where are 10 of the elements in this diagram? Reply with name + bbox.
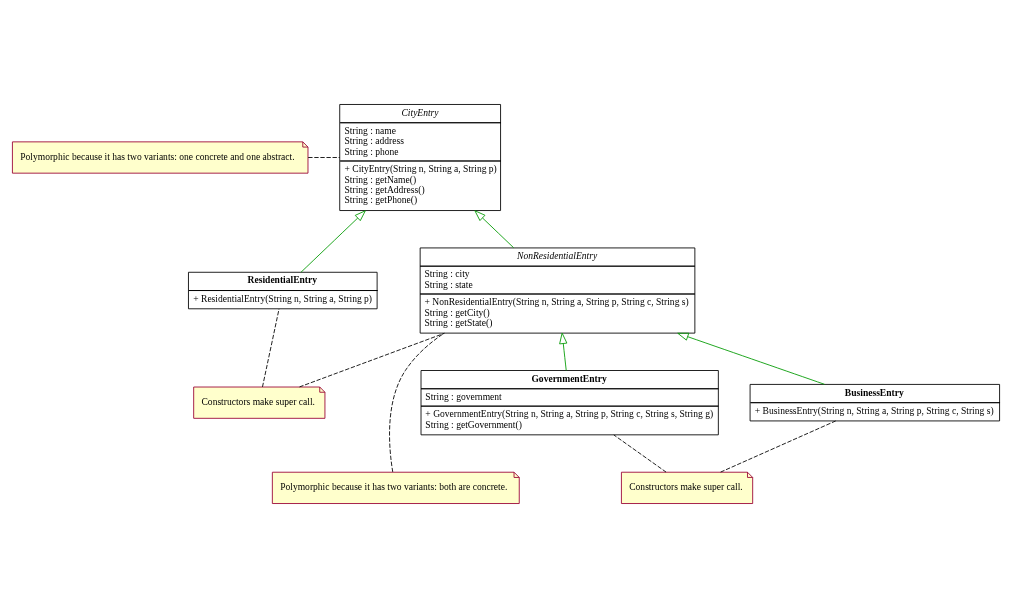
connector — [307, 156, 341, 158]
connector — [613, 434, 667, 473]
arrow — [559, 332, 568, 371]
connector — [299, 332, 445, 387]
arrow — [677, 332, 825, 385]
arrow — [474, 209, 515, 248]
connector — [389, 332, 445, 472]
connector — [262, 308, 280, 387]
arrow — [300, 209, 366, 273]
connector — [720, 420, 837, 473]
